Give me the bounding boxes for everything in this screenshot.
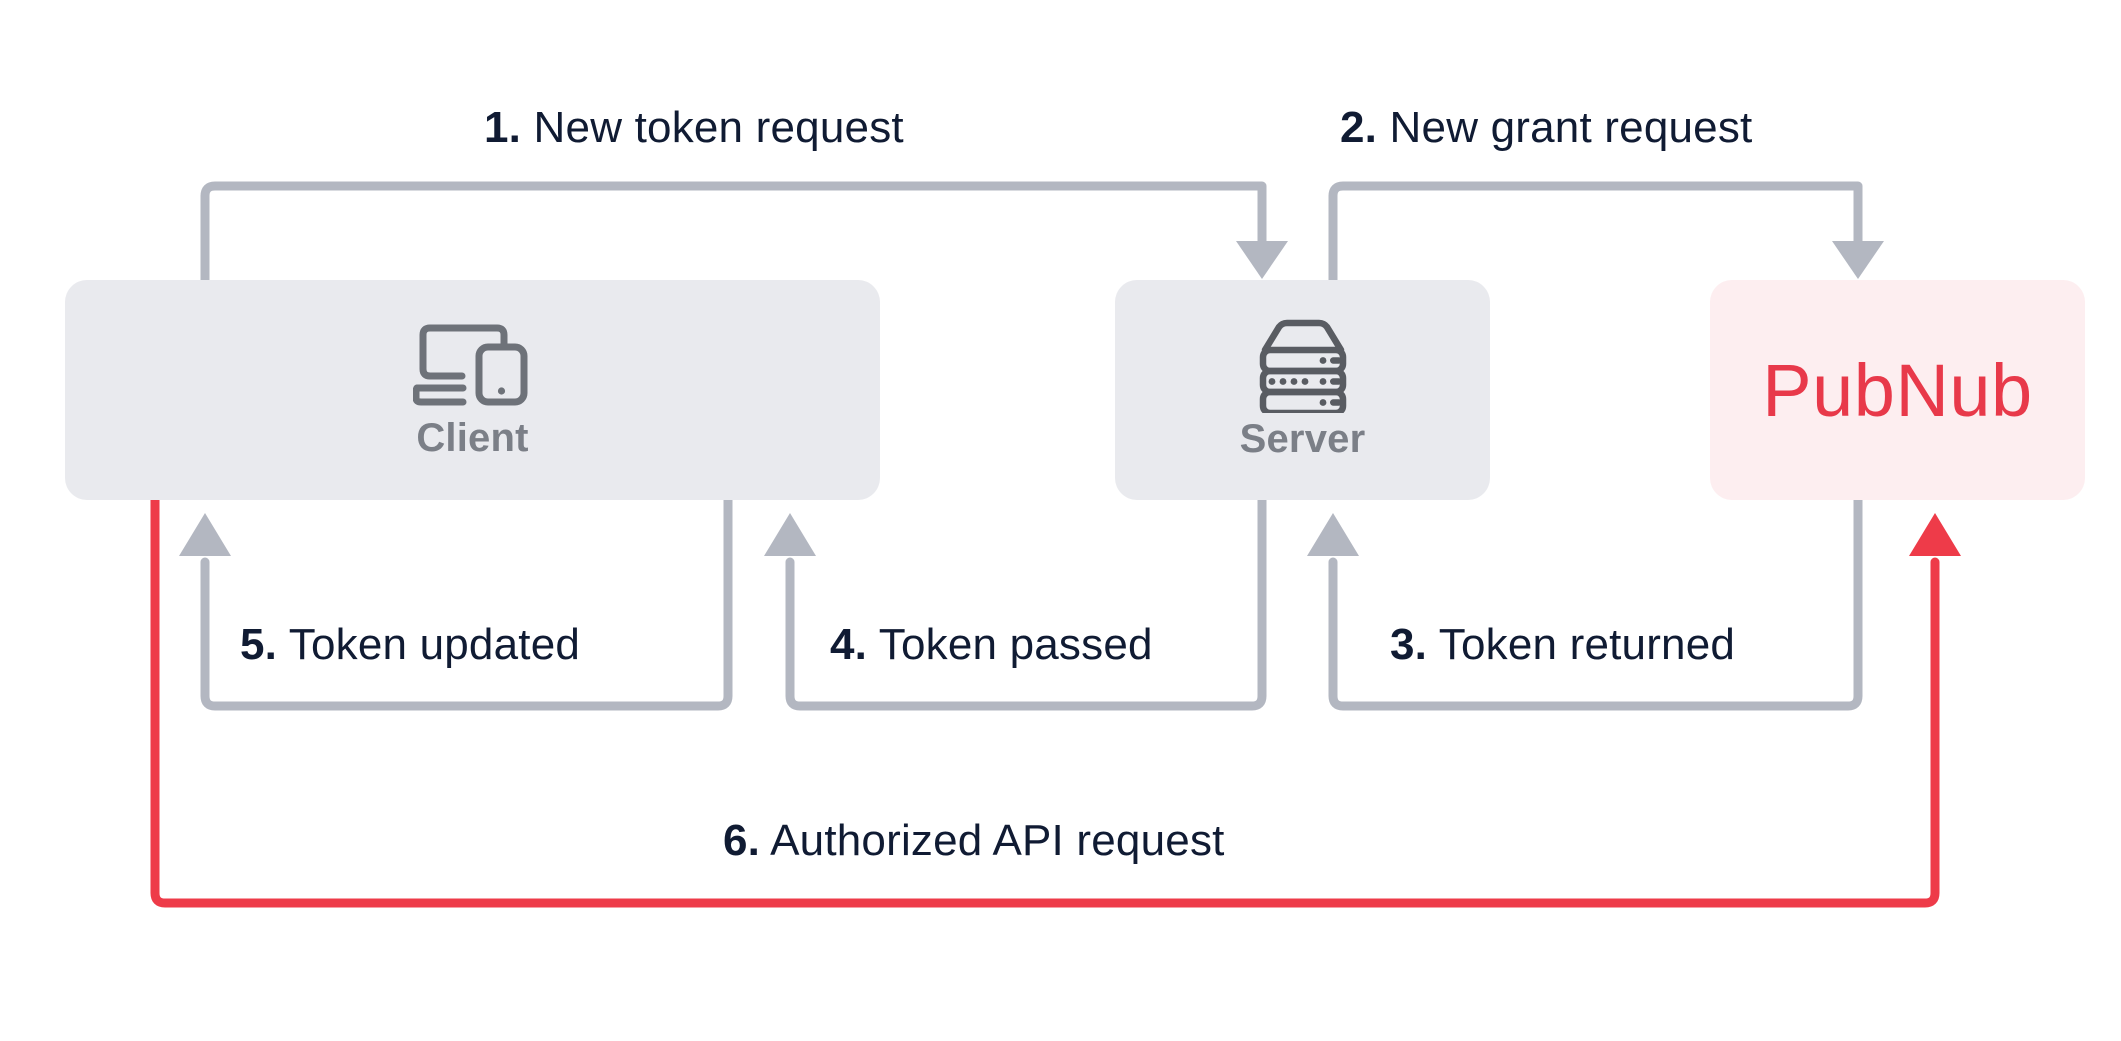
step-4-number: 4. — [830, 620, 868, 669]
step-2-number: 2. — [1340, 103, 1378, 152]
node-client-label: Client — [416, 415, 529, 460]
connector-step-5 — [179, 495, 733, 711]
step-label-3: 3. Token returned — [1390, 620, 1735, 670]
step-label-4: 4. Token passed — [830, 620, 1153, 670]
server-rack-icon — [1255, 319, 1351, 416]
connector-step-4 — [764, 495, 1267, 711]
step-6-number: 6. — [723, 816, 761, 865]
node-server-label: Server — [1239, 416, 1366, 461]
step-1-number: 1. — [484, 103, 522, 152]
node-pubnub[interactable]: PubNub — [1710, 280, 2085, 500]
step-3-text: Token returned — [1438, 620, 1736, 669]
step-3-number: 3. — [1390, 620, 1428, 669]
step-5-text: Token updated — [288, 620, 581, 669]
connector-step-2 — [1328, 181, 1884, 285]
step-5-number: 5. — [240, 620, 278, 669]
node-server[interactable]: Server — [1115, 280, 1490, 500]
step-label-1: 1. New token request — [484, 103, 904, 153]
connector-step-1 — [200, 181, 1288, 285]
node-client[interactable]: Client — [65, 280, 880, 500]
devices-icon — [412, 320, 533, 412]
step-6-text: Authorized API request — [770, 816, 1225, 865]
step-label-6: 6. Authorized API request — [723, 816, 1225, 866]
step-label-2: 2. New grant request — [1340, 103, 1752, 153]
connector-step-3 — [1307, 495, 1863, 711]
step-2-text: New grant request — [1389, 103, 1753, 152]
node-pubnub-label: PubNub — [1762, 348, 2033, 432]
step-4-text: Token passed — [878, 620, 1153, 669]
step-1-text: New token request — [533, 103, 904, 152]
step-label-5: 5. Token updated — [240, 620, 580, 670]
